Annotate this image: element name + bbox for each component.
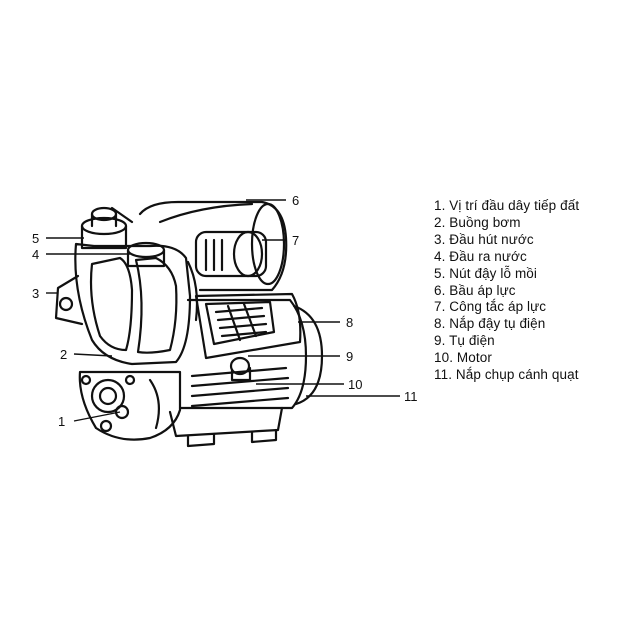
callout-6: 6: [292, 193, 299, 208]
capacitor-gland: [229, 356, 252, 382]
pump-housing: [74, 242, 199, 366]
legend-item: 7. Công tắc áp lực: [434, 299, 547, 315]
legend-item: 10. Motor: [434, 350, 492, 366]
outlet-and-priming-plug: [80, 206, 166, 268]
callout-11: 11: [404, 389, 418, 404]
leader-line-1: [73, 411, 121, 422]
pump-base: [168, 406, 284, 448]
front-flange: [78, 370, 182, 441]
legend-item: 9. Tụ điện: [434, 333, 495, 349]
legend-item: 2. Buồng bơm: [434, 214, 521, 230]
callout-3: 3: [32, 286, 39, 301]
callout-4: 4: [32, 247, 39, 262]
pressure-tank: [138, 200, 288, 292]
callout-10: 10: [348, 377, 362, 392]
callout-2: 2: [60, 347, 67, 362]
legend-item: 5. Nút đậy lỗ mồi: [434, 265, 537, 281]
legend-item: 3. Đầu hút nước: [434, 231, 534, 247]
callout-8: 8: [346, 315, 353, 330]
callout-7: 7: [292, 233, 299, 248]
legend-item: 1. Vị trí đầu dây tiếp đất: [434, 198, 580, 213]
legend-item: 11. Nắp chụp cánh quạt: [434, 367, 579, 383]
capacitor-cover: [194, 292, 302, 360]
legend-item: 6. Bầu áp lực: [434, 282, 516, 298]
parts-legend: 1. Vị trí đầu dây tiếp đất 2. Buồng bơm …: [434, 198, 579, 384]
motor-body: [178, 298, 324, 410]
callout-9: 9: [346, 349, 353, 364]
callout-5: 5: [32, 231, 39, 246]
leader-line-2: [73, 353, 113, 357]
legend-item: 4. Đầu ra nước: [434, 248, 527, 264]
callout-1: 1: [58, 414, 65, 429]
legend-item: 8. Nắp đậy tụ điện: [434, 316, 546, 332]
suction-inlet: [54, 274, 84, 326]
pressure-switch: [194, 230, 268, 278]
